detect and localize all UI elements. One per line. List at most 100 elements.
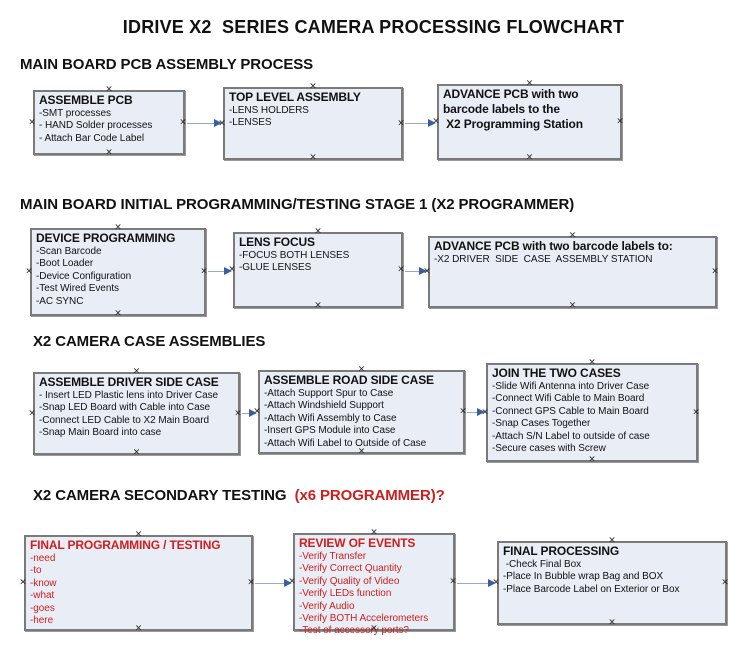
box-line: -Test of accessory ports? <box>299 625 409 637</box>
box-line: -to <box>30 565 42 577</box>
section-heading-red-suffix: (x6 PROGRAMMER)? <box>294 487 445 504</box>
box-line: -here <box>30 615 54 627</box>
arrow-line <box>405 122 431 125</box>
section-heading-secondary-testing: X2 CAMERA SECONDARY TESTING (x6 PROGRAMM… <box>33 487 445 504</box>
box-title: DEVICE PROGRAMMING <box>36 231 176 245</box>
box-line: -Boot Loader <box>36 258 94 270</box>
box-line: -Connect Wifi Cable to Main Board <box>492 393 645 405</box>
flow-arrow <box>208 267 232 276</box>
flowchart-title: IDRIVE X2 SERIES CAMERA PROCESSING FLOWC… <box>122 17 625 37</box>
arrow-line <box>467 411 480 414</box>
arrowhead-icon <box>488 579 496 587</box>
box-line: -Check Final Box <box>503 559 582 570</box>
box-line: -Place Barcode Label on Exterior or Box <box>503 583 680 595</box>
process-box: ASSEMBLE ROAD SIDE CASE-Attach Support S… <box>253 365 467 456</box>
arrow-line <box>255 582 287 585</box>
box-line: -Attach Support Spur to Case <box>264 388 394 399</box>
box-line: -Attach Windshield Support <box>264 400 384 412</box>
arrow-line <box>457 582 491 585</box>
box-line: -Insert GPS Module into Case <box>264 425 396 437</box>
section-heading-pcb-assembly: MAIN BOARD PCB ASSEMBLY PROCESS <box>20 56 314 73</box>
process-box: TOP LEVEL ASSEMBLY-LENS HOLDERS-LENSES××… <box>218 82 405 163</box>
box-line: -AC SYNC <box>36 295 84 307</box>
box-title: REVIEW OF EVENTS <box>299 536 416 550</box>
box-line: -Place In Bubble wrap Bag and BOX <box>503 571 664 583</box>
box-line: -Test Wired Events <box>36 283 120 295</box>
flow-arrow <box>405 119 436 128</box>
connection-marker-icon: × <box>588 454 596 465</box>
flow-arrow <box>187 119 222 128</box>
box-line: -what <box>30 590 55 602</box>
box-line: -Slide Wifi Antenna into Driver Case <box>492 381 650 392</box>
connection-marker-icon: × <box>19 577 27 588</box>
process-box: FINAL PROCESSING -Check Final Box-Place … <box>492 536 729 627</box>
box-title: ADVANCE PCB with two <box>443 87 579 101</box>
box-line: -Snap Cases Together <box>492 418 591 430</box>
box-line: -Device Configuration <box>36 270 132 282</box>
box-line: -Secure cases with Screw <box>492 443 606 455</box>
box-line: -GLUE LENSES <box>239 262 312 274</box>
box-title: ASSEMBLE DRIVER SIDE CASE <box>39 375 219 389</box>
connection-marker-icon: × <box>525 152 534 163</box>
connection-marker-icon: × <box>25 266 33 277</box>
box-line: -Connect LED Cable to X2 Main Board <box>39 414 210 426</box>
process-box: LENS FOCUS-FOCUS BOTH LENSES-GLUE LENSES… <box>228 227 405 311</box>
box-line: - HAND Solder processes <box>39 120 153 132</box>
box-line: -Verify Transfer <box>299 551 366 562</box>
box-title: ADVANCE PCB with two barcode labels to: <box>434 239 673 253</box>
connection-marker-icon: × <box>711 266 719 277</box>
process-box: JOIN THE TWO CASES-Slide Wifi Antenna in… <box>481 358 700 465</box>
process-box: REVIEW OF EVENTS-Verify Transfer-Verify … <box>288 528 457 636</box>
box-line: -Snap Main Board into case <box>39 427 162 439</box>
box-line: -X2 DRIVER SIDE CASE ASSEMBLY STATION <box>434 254 653 265</box>
arrowhead-icon <box>477 408 485 416</box>
box-line: -need <box>30 553 56 564</box>
connection-marker-icon: × <box>309 152 317 163</box>
flow-arrow <box>255 579 292 588</box>
connection-marker-icon: × <box>132 447 141 458</box>
box-line: -Scan Barcode <box>36 246 102 257</box>
box-line: -SMT processes <box>39 108 111 119</box>
arrowhead-icon <box>224 267 232 275</box>
box-line: - Insert LED Plastic lens into Driver Ca… <box>39 390 219 401</box>
arrow-line <box>187 122 217 125</box>
process-box: FINAL PROGRAMMING / TESTING-need-to-know… <box>19 530 255 633</box>
section-heading-text: X2 CAMERA SECONDARY TESTING <box>33 487 295 504</box>
box-line: -Verify Correct Quantity <box>299 563 402 575</box>
connection-marker-icon: × <box>568 300 577 311</box>
box-line: -Snap LED Board with Cable into Case <box>39 402 211 414</box>
flow-arrow <box>457 579 496 588</box>
connection-marker-icon: × <box>114 308 122 319</box>
box-line: -Verify LEDs function <box>299 588 392 600</box>
arrowhead-icon <box>284 579 292 587</box>
box-line: -Attach Wifi Assembly to Case <box>264 412 397 424</box>
arrowhead-icon <box>249 409 257 417</box>
box-title: FINAL PROCESSING <box>503 544 620 558</box>
flow-arrow <box>467 408 485 417</box>
box-line: -Attach S/N Label to outside of case <box>492 430 650 442</box>
box-title: ASSEMBLE ROAD SIDE CASE <box>264 373 434 387</box>
box-title: TOP LEVEL ASSEMBLY <box>229 90 361 104</box>
box-line: - Attach Bar Code Label <box>39 132 145 144</box>
arrowhead-icon <box>214 119 222 127</box>
arrowhead-icon <box>428 119 436 127</box>
section-heading-case-assemblies: X2 CAMERA CASE ASSEMBLIES <box>33 333 266 350</box>
connection-marker-icon: × <box>28 117 36 127</box>
flow-arrow <box>242 409 257 418</box>
box-line: -LENSES <box>229 117 272 129</box>
process-box: ASSEMBLE DRIVER SIDE CASE- Insert LED Pl… <box>28 367 242 458</box>
process-box: DEVICE PROGRAMMING-Scan Barcode-Boot Loa… <box>25 223 208 319</box>
box-title: X2 Programming Station <box>443 117 583 131</box>
flow-arrow <box>405 267 427 276</box>
box-title: LENS FOCUS <box>239 235 315 249</box>
box-title: barcode labels to the <box>443 102 560 116</box>
box-line: -LENS HOLDERS <box>229 105 309 116</box>
connection-marker-icon: × <box>314 300 322 311</box>
process-box: ASSEMBLE PCB-SMT processes- HAND Solder … <box>28 85 187 157</box>
box-line: -Attach Wifi Label to Outside of Case <box>264 437 427 449</box>
box-title: JOIN THE TWO CASES <box>492 366 621 380</box>
section-heading-initial-programming: MAIN BOARD INITIAL PROGRAMMING/TESTING S… <box>20 196 575 213</box>
box-line: -goes <box>30 602 55 614</box>
